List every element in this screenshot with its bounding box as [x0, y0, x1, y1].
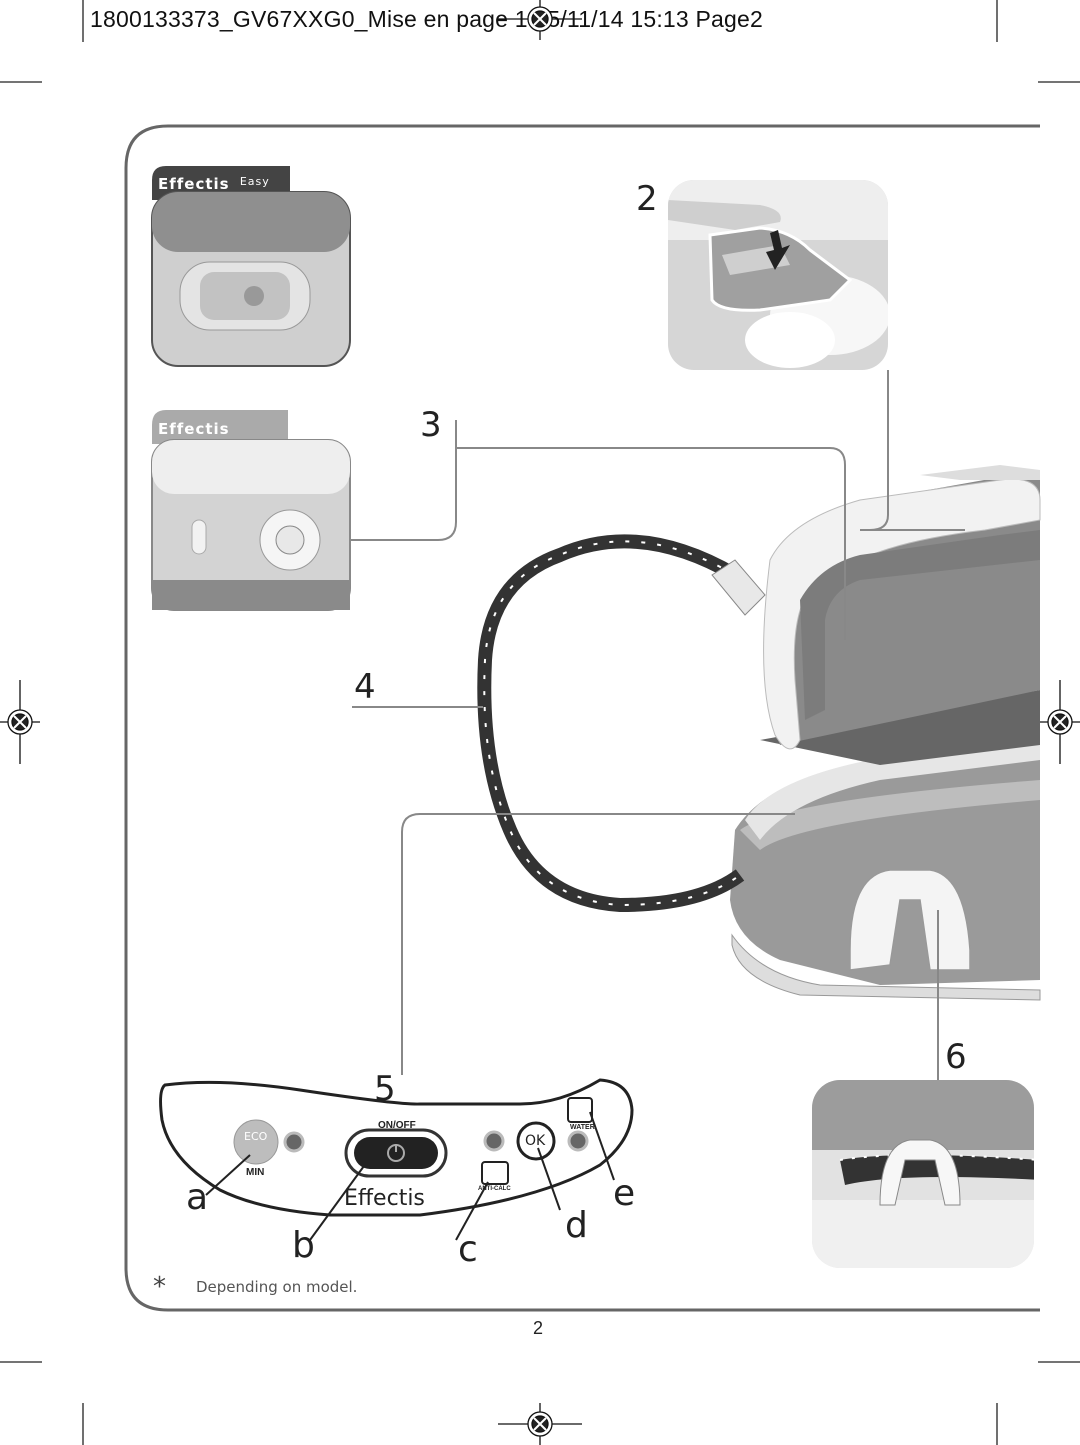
registration-mark-bottom [498, 1403, 582, 1445]
eco-label: ECO [244, 1130, 268, 1143]
label-d: d [565, 1205, 588, 1246]
min-label: MIN [246, 1167, 265, 1178]
onoff-label: ON/OFF [378, 1120, 416, 1131]
registration-mark-right [1040, 680, 1080, 764]
label-c: c [458, 1229, 478, 1270]
effectis-easy-label: Effectis Easy [158, 175, 270, 193]
registration-mark-top [498, 0, 582, 40]
footnote-text: Depending on model. [196, 1278, 358, 1296]
effectis-label: Effectis [158, 420, 230, 438]
callout-4: 4 [354, 667, 376, 707]
water-label: WATER [570, 1124, 595, 1131]
label-a: a [186, 1177, 209, 1218]
footnote-asterisk: * [153, 1272, 166, 1302]
panel-brand: Effectis [344, 1186, 425, 1211]
anticalc-label: ANTI-CALC [478, 1186, 511, 1192]
page-number: 2 [533, 1318, 544, 1338]
callout-3: 3 [420, 405, 442, 445]
label-b: b [292, 1225, 315, 1266]
label-e: e [613, 1173, 636, 1214]
registration-mark-left [0, 680, 40, 764]
callout-2: 2 [636, 179, 658, 219]
ok-label: OK [525, 1133, 546, 1149]
print-header: 1800133373_GV67XXG0_Mise en page 1 05/11… [90, 6, 764, 32]
callout-5: 5 [374, 1069, 396, 1109]
callout-6: 6 [945, 1037, 967, 1077]
